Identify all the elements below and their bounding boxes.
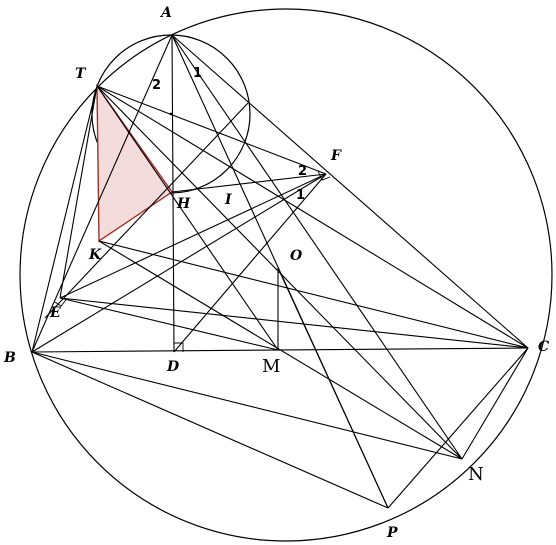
angle-mark-f1: 1 <box>296 188 305 203</box>
label-f: F <box>330 148 342 164</box>
altitude-be <box>31 173 327 353</box>
segment-mp <box>277 267 389 509</box>
segment-em <box>59 297 279 351</box>
altitude-cf <box>59 297 529 349</box>
segment-bn <box>31 351 463 460</box>
segment-tb <box>31 85 98 353</box>
circumcircle <box>19 8 553 542</box>
right-angle-e <box>54 299 67 307</box>
label-i: I <box>224 192 232 208</box>
segment-df <box>173 173 327 353</box>
right-angle-d <box>174 342 184 352</box>
label-d: D <box>166 359 180 375</box>
segment-hf <box>171 173 327 193</box>
center-dot <box>169 112 173 116</box>
label-h: H <box>176 196 191 212</box>
angle-mark-a2: 2 <box>152 78 161 93</box>
label-m: M <box>262 356 280 377</box>
segment-tf <box>96 85 327 175</box>
label-o: O <box>290 248 303 264</box>
label-c: C <box>538 339 549 355</box>
label-n: N <box>468 464 484 485</box>
label-p: P <box>386 525 398 541</box>
segment-kn <box>98 240 463 460</box>
label-b: B <box>3 350 16 366</box>
label-k: K <box>88 247 102 263</box>
segment-he <box>44 102 249 319</box>
label-a: A <box>159 5 172 21</box>
segment-ab <box>31 34 173 353</box>
segment-an <box>171 34 463 460</box>
segment-cn <box>461 347 529 460</box>
segment-ac <box>171 34 529 349</box>
segment-te <box>59 85 98 299</box>
angle-mark-f2: 2 <box>298 164 307 179</box>
label-e: E <box>49 305 61 321</box>
segment-cp <box>387 347 529 509</box>
segment-tc <box>96 85 529 349</box>
label-t: T <box>75 66 87 82</box>
shaded-triangle-thk <box>96 83 173 243</box>
right-angle-f <box>317 170 331 181</box>
angle-mark-a1: 1 <box>193 66 202 81</box>
segment-bp <box>31 351 389 509</box>
segment-tm <box>96 85 279 351</box>
altitude-ad <box>171 34 175 353</box>
segment-kc <box>98 240 529 349</box>
